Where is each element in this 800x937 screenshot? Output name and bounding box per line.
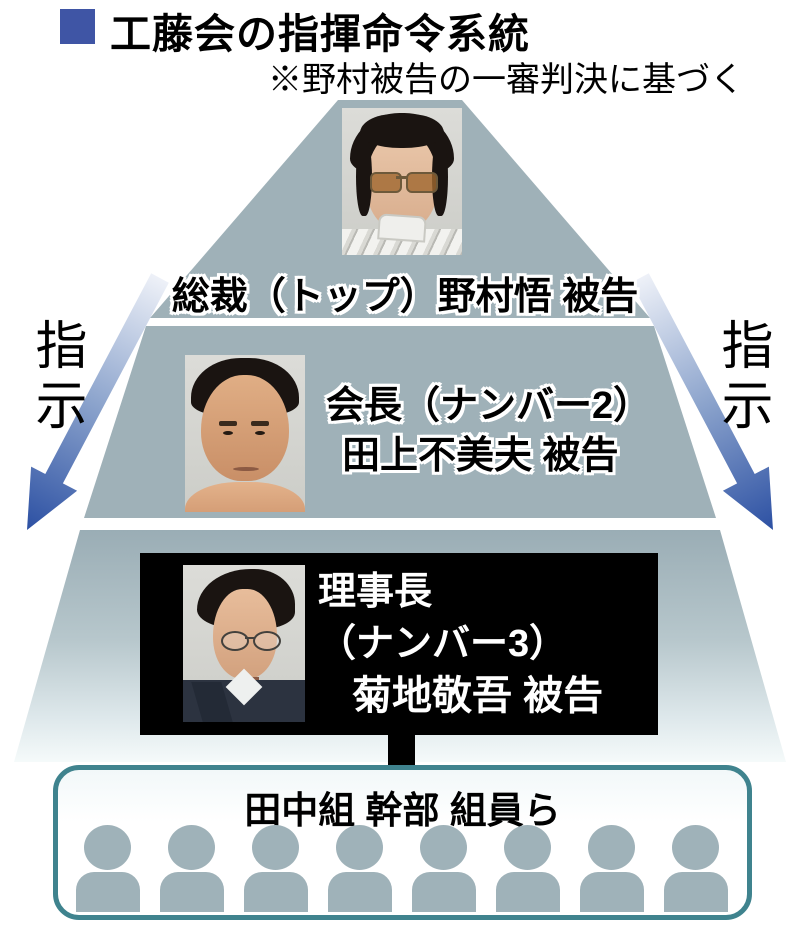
- member-silhouette-icon: [496, 825, 560, 912]
- member-silhouette-icon: [664, 825, 728, 912]
- silhouette-torso: [328, 872, 392, 912]
- kikuchi-photo: [183, 565, 305, 722]
- silhouette-head: [168, 825, 215, 870]
- label-tanaka-gumi: 田中組 幹部 組員ら: [244, 790, 561, 831]
- photo-mouth: [233, 467, 259, 471]
- sunglasses-icon: [370, 172, 402, 193]
- member-silhouette-icon: [412, 825, 476, 912]
- label-kaicho: 会長（ナンバー2）: [326, 385, 652, 427]
- silhouette-head: [588, 825, 635, 870]
- silhouette-torso: [76, 872, 140, 912]
- label-rijicho: 理事長: [318, 571, 433, 613]
- glasses-bridge: [245, 637, 255, 639]
- photo-collar: [379, 215, 425, 241]
- member-silhouette-icon: [160, 825, 224, 912]
- sunglasses-icon: [406, 172, 438, 193]
- label-kikuchi: 菊地敬吾 被告: [352, 674, 604, 718]
- instruction-label-right: 指示: [713, 318, 771, 438]
- instruction-label-left: 指示: [27, 318, 85, 438]
- member-silhouette-icon: [244, 825, 308, 912]
- silhouette-torso: [664, 872, 728, 912]
- photo-eye: [255, 431, 265, 435]
- silhouette-head: [336, 825, 383, 870]
- sunglasses-bridge: [396, 176, 408, 179]
- photo-hair-fringe: [360, 114, 444, 148]
- nomura-photo: [342, 108, 462, 255]
- label-tanoue: 田上不美夫 被告: [342, 435, 619, 477]
- title-bullet-square: [60, 9, 95, 44]
- silhouette-head: [252, 825, 299, 870]
- panel-to-box-connector: [388, 735, 415, 768]
- silhouette-torso: [580, 872, 644, 912]
- tanaka-gumi-box: 田中組 幹部 組員ら: [53, 765, 752, 920]
- silhouette-head: [504, 825, 551, 870]
- silhouette-torso: [160, 872, 224, 912]
- photo-hair-side: [356, 138, 372, 216]
- photo-eyebrow: [251, 421, 269, 426]
- silhouette-head: [672, 825, 719, 870]
- instruction-arrow-right: [631, 273, 773, 530]
- silhouette-torso: [496, 872, 560, 912]
- photo-eyebrow: [219, 421, 237, 426]
- tanoue-photo: [185, 355, 305, 512]
- member-silhouette-icon: [76, 825, 140, 912]
- page-subtitle: ※野村被告の一審判決に基づく: [268, 62, 744, 99]
- silhouette-head: [420, 825, 467, 870]
- page-title: 工藤会の指揮命令系統: [110, 11, 530, 57]
- member-row: [76, 825, 728, 912]
- silhouette-torso: [412, 872, 476, 912]
- glasses-icon: [253, 631, 281, 651]
- member-silhouette-icon: [328, 825, 392, 912]
- photo-eye: [223, 431, 233, 435]
- photo-face: [201, 375, 289, 481]
- photo-shoulders: [185, 482, 305, 512]
- label-number3: （ナンバー3）: [318, 623, 568, 665]
- label-sosai-nomura: 総裁（トップ）野村悟 被告: [171, 276, 639, 318]
- instruction-arrow-left: [27, 273, 169, 530]
- silhouette-torso: [244, 872, 308, 912]
- glasses-icon: [221, 631, 249, 651]
- silhouette-head: [84, 825, 131, 870]
- photo-hair-side: [432, 138, 448, 216]
- member-silhouette-icon: [580, 825, 644, 912]
